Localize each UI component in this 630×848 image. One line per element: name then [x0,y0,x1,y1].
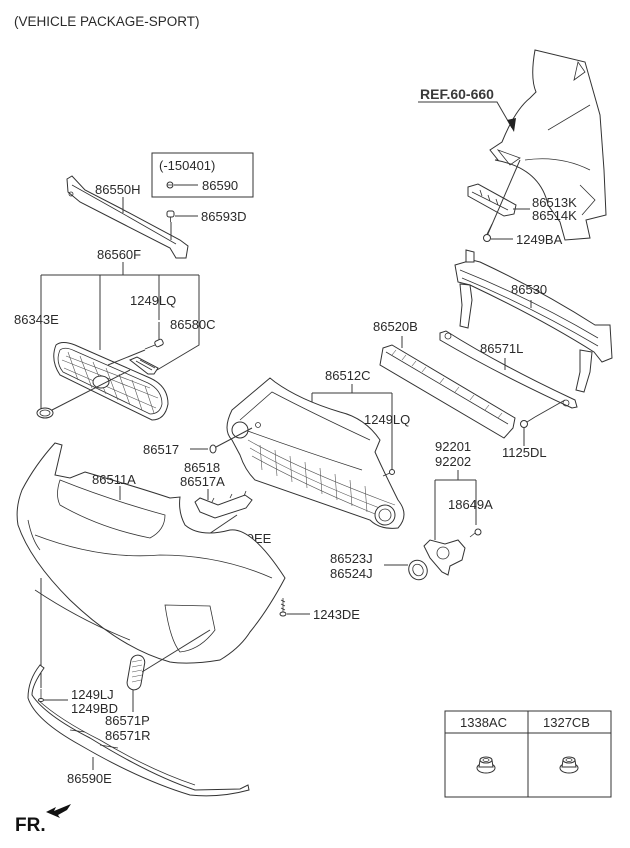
screw-1249LJ-icon[interactable] [38,689,44,702]
front-direction-label: FR. [15,815,46,836]
leader-side-grille-to-bumper [141,629,211,673]
leader-86560F-tree [40,262,200,410]
energy-absorber-86520B-part[interactable] [379,344,516,439]
leader-fender-bolt [486,159,521,237]
date-code-box [151,152,254,198]
screw-1249LQ-lower-icon[interactable] [382,469,395,477]
table-header-1327CB: 1327CB [543,715,590,730]
flange-nut-1327CB-icon[interactable] [559,756,579,774]
bumper-bracket-86518-part[interactable] [194,490,253,519]
label-86593D[interactable]: 86593D [201,209,247,224]
ref-label[interactable]: REF.60-660 [420,86,494,102]
leader-86512C-tree [311,384,393,470]
package-title: (VEHICLE PACKAGE-SPORT) [14,14,200,29]
side-bracket-part[interactable] [467,183,517,217]
upper-bracket-part[interactable] [66,175,189,259]
label-86550H[interactable]: 86550H [95,182,141,197]
label-1249LJ[interactable]: 1249LJ [71,687,114,702]
clip-86517-icon[interactable] [209,444,217,454]
label-86512C[interactable]: 86512C [325,368,371,383]
screw-1249LQ-grille-icon[interactable] [144,338,164,350]
label-86571L[interactable]: 86571L [480,341,523,356]
table-header-1338AC: 1338AC [460,715,507,730]
bolt-1249BA-icon[interactable] [483,223,493,242]
front-direction-arrow-icon [46,804,71,818]
front-bumper-cover-86511A-part[interactable] [16,442,286,664]
label-86524J[interactable]: 86524J [330,566,373,581]
ref-arrow-icon [507,118,516,132]
label-92202[interactable]: 92202 [435,454,471,469]
screw-86593D-icon[interactable] [166,210,175,222]
rod-86571L-part[interactable] [439,330,578,409]
leader-screw-to-grille [107,349,146,366]
label-86513K[interactable]: 86513K [532,195,577,210]
label-86580C[interactable]: 86580C [170,317,216,332]
label-86530[interactable]: 86530 [511,282,547,297]
flange-nut-1338AC-icon[interactable] [476,756,496,774]
label-86590[interactable]: 86590 [202,178,238,193]
label-86517A[interactable]: 86517A [180,474,225,489]
fog-lamp-92201-part[interactable] [423,539,466,576]
label-18649A[interactable]: 18649A [448,497,493,512]
date-code-label: (-150401) [159,158,215,173]
ref-leader [418,101,513,129]
label-86343E[interactable]: 86343E [14,312,59,327]
side-grille-86571P-part[interactable] [126,654,146,691]
label-1249LQ-lower[interactable]: 1249LQ [364,412,410,427]
label-1243DE[interactable]: 1243DE [313,607,360,622]
label-86511A[interactable]: 86511A [92,472,136,487]
label-86518[interactable]: 86518 [184,460,220,475]
lower-lip-86590E-part[interactable] [27,664,250,797]
label-92201[interactable]: 92201 [435,439,471,454]
clip-86590-icon[interactable] [166,181,174,189]
grille-bracket-86580C-part[interactable] [129,356,159,375]
emblem-86343E-part[interactable] [36,407,54,419]
label-86571P[interactable]: 86571P [105,713,150,728]
label-86523J[interactable]: 86523J [330,551,373,566]
bolt-1125DL-icon[interactable] [520,416,536,428]
label-86590E[interactable]: 86590E [67,771,112,786]
bulb-18649A-icon[interactable] [469,528,482,538]
label-86571R[interactable]: 86571R [105,728,151,743]
label-86517[interactable]: 86517 [143,442,179,457]
leader-92201-tree [434,470,477,540]
leader-emblem [51,369,131,411]
leader-bolt-to-beam [534,399,566,418]
radiator-grille-part[interactable] [53,342,169,421]
screw-1243DE-icon[interactable] [279,598,287,617]
label-86514K[interactable]: 86514K [532,208,577,223]
fog-lamp-cover-86523J-part[interactable] [405,557,431,583]
fastener-table [444,710,612,798]
lower-grille-86512C-part[interactable] [226,377,405,529]
label-1249LQ-grille[interactable]: 1249LQ [130,293,176,308]
bumper-beam-86530-part[interactable] [454,249,613,393]
fender-reference-part[interactable] [489,49,607,241]
label-1125DL[interactable]: 1125DL [502,445,547,460]
label-1249BA[interactable]: 1249BA [516,232,563,247]
leader-86517-to-grille [215,427,253,448]
label-1249BD[interactable]: 1249BD [71,701,118,716]
label-86520B[interactable]: 86520B [373,319,418,334]
label-86560F[interactable]: 86560F [97,247,141,262]
